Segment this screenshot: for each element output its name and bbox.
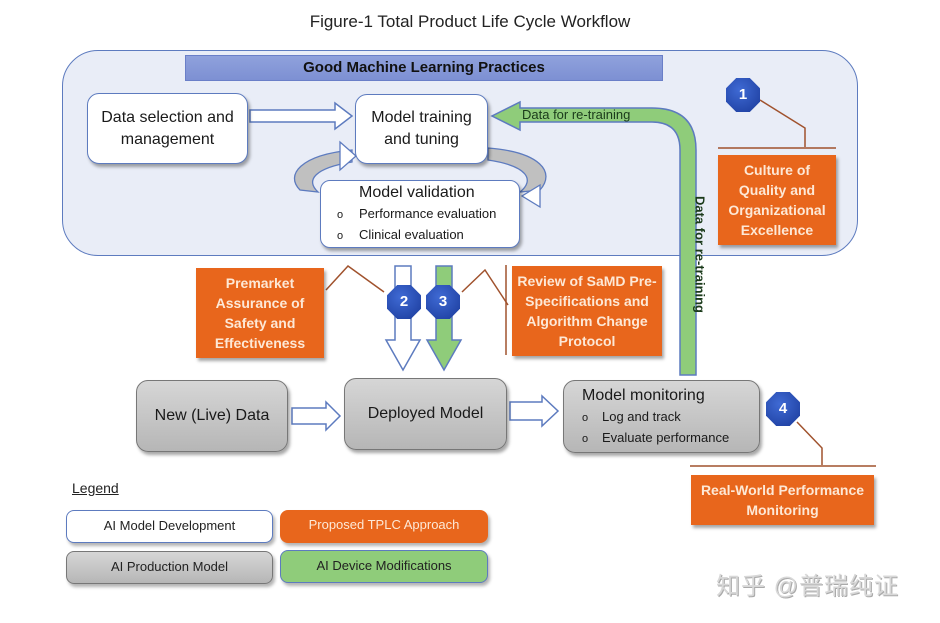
- model-validation-title: Model validation: [359, 184, 475, 201]
- arrow-data-to-training: [249, 101, 354, 131]
- loop-arrow-gray-left: [294, 149, 353, 193]
- callout-culture-of-quality: Culture of Quality and Organizational Ex…: [718, 155, 836, 245]
- data-selection-box: Data selection and management: [87, 93, 248, 164]
- badge-4: 4: [766, 392, 800, 426]
- callout-real-world-monitoring: Real-World Performance Monitoring: [691, 475, 874, 525]
- model-training-line2: and tuning: [384, 131, 459, 148]
- arrow-newdata-to-deployed: [291, 400, 342, 432]
- badge-2: 2: [387, 285, 421, 319]
- retraining-label-horizontal: Data for re-training: [522, 107, 631, 122]
- legend-ai-device-modifications: AI Device Modifications: [280, 550, 488, 583]
- legend-proposed-tplc: Proposed TPLC Approach: [280, 510, 488, 543]
- badge-3: 3: [426, 285, 460, 319]
- loop-arrow-head-left: [339, 140, 357, 172]
- legend-ai-model-development: AI Model Development: [66, 510, 273, 543]
- bullet-icon: o: [582, 411, 589, 424]
- gmlp-header: Good Machine Learning Practices: [185, 55, 663, 81]
- callout-line-3: [461, 268, 509, 306]
- loop-arrow-head-right: [520, 183, 541, 209]
- model-training-line1: Model training: [371, 109, 472, 126]
- callout-samd-review: Review of SaMD Pre- Specifications and A…: [512, 266, 662, 356]
- bullet-icon: o: [337, 209, 344, 221]
- new-live-data-box: New (Live) Data: [136, 380, 288, 452]
- figure-title: Figure-1 Total Product Life Cycle Workfl…: [309, 12, 631, 31]
- callout-line-2: [325, 265, 385, 293]
- arrow-deployed-to-monitoring: [509, 394, 560, 428]
- watermark: 知乎 @普瑞纯证: [716, 573, 900, 600]
- callout-premarket-assurance: Premarket Assurance of Safety and Effect…: [196, 268, 324, 358]
- retraining-arrow: [490, 100, 697, 376]
- legend-ai-production-model: AI Production Model: [66, 551, 273, 584]
- badge-1: 1: [726, 78, 760, 112]
- data-selection-line2: management: [120, 130, 215, 148]
- bullet-icon: o: [582, 432, 589, 445]
- data-selection-line1: Data selection and: [101, 108, 234, 126]
- monitoring-title: Model monitoring: [582, 386, 705, 404]
- callout-line-1: [759, 99, 806, 147]
- deployed-model-box: Deployed Model: [344, 378, 507, 450]
- bullet-icon: o: [337, 230, 344, 242]
- retraining-label-vertical: Data for re-training: [692, 195, 708, 313]
- legend-title: Legend: [72, 480, 119, 496]
- model-training-box: Model training and tuning: [355, 94, 488, 164]
- callout-line-4: [796, 421, 823, 465]
